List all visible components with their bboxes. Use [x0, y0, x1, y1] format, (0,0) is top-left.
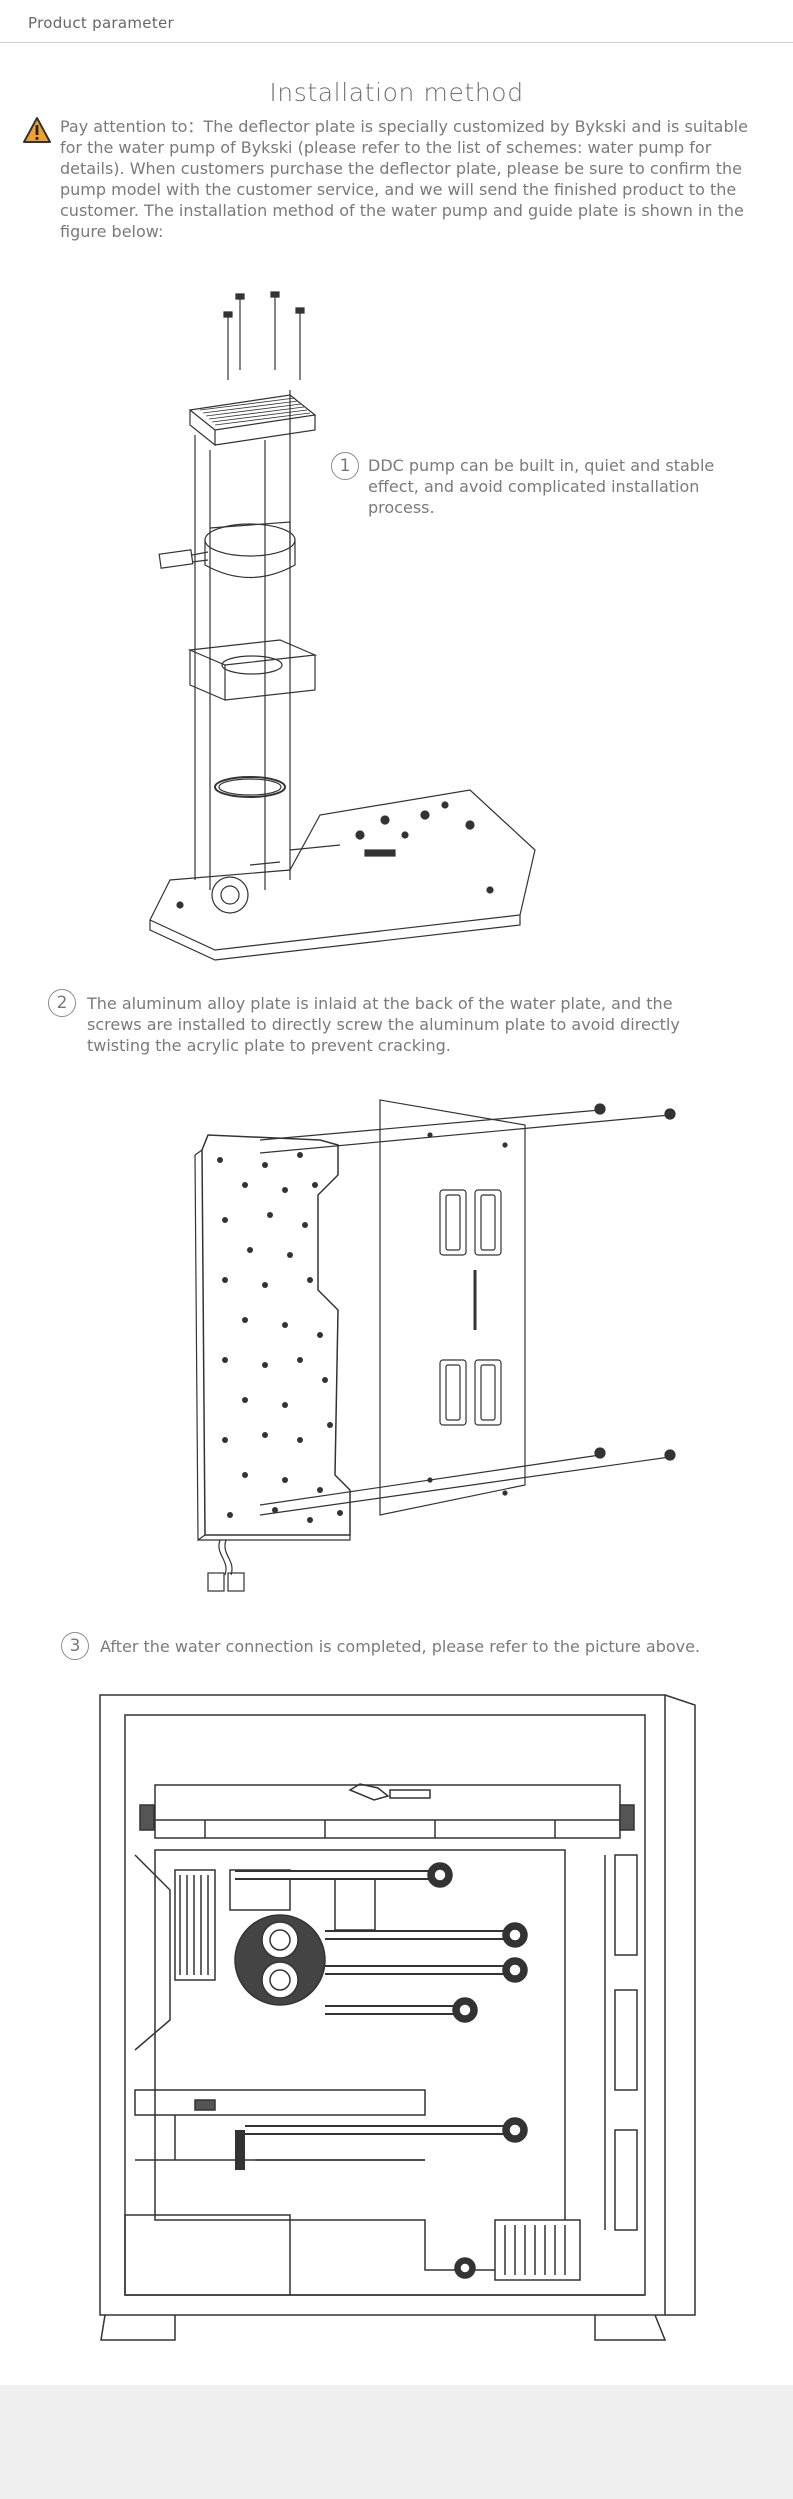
pump-exploded-diagram — [149, 291, 536, 961]
section-title: Installation method — [269, 78, 524, 107]
pc-case-installed-diagram — [99, 1694, 696, 2341]
step-2-text: The aluminum alloy plate is inlaid at th… — [87, 994, 680, 1055]
page-header: Product parameter — [0, 0, 793, 43]
step-1-number: 1 — [331, 452, 359, 480]
water-plate-assembly-diagram — [194, 1099, 676, 1592]
step-3-text: After the water connection is completed,… — [100, 1637, 701, 1656]
step-3-number: 3 — [61, 1632, 89, 1660]
footer-band — [0, 2385, 793, 2499]
notice-text: Pay attention to：The deflector plate is … — [60, 117, 748, 241]
step-1-text: DDC pump can be built in, quiet and stab… — [368, 456, 715, 517]
step-2-number: 2 — [48, 989, 76, 1017]
warning-triangle-icon — [23, 117, 51, 143]
header-title: Product parameter — [28, 14, 175, 32]
